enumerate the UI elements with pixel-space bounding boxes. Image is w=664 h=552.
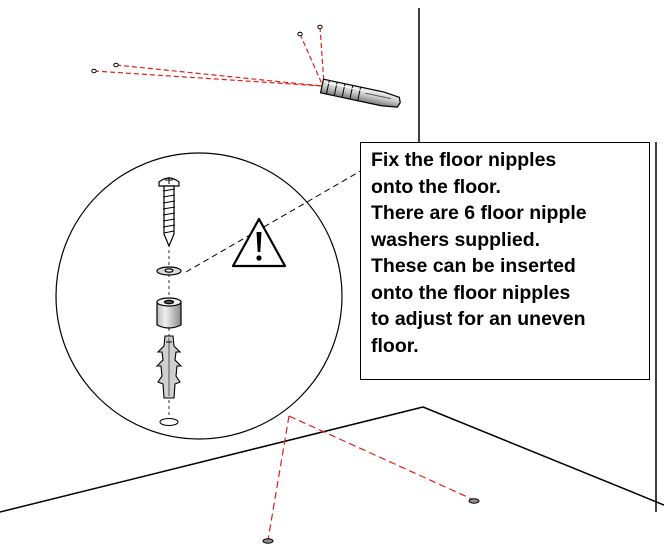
floor-hole [468,498,480,504]
wall-plug-top [319,78,401,108]
drill-hole [91,68,97,74]
callout-leader-line [185,168,365,273]
screw [158,177,180,248]
floor-hole-detail [159,418,179,426]
wall-guide-lines [93,26,325,87]
wall-drill-points [91,24,323,74]
drill-hole [113,62,119,68]
instruction-callout: Fix the floor nipples onto the floor. Th… [360,142,650,380]
floor-guide-lines [267,415,475,541]
floor-plug [155,335,183,399]
guide-line-wall-1 [93,70,323,87]
guide-line-wall-4 [319,26,325,85]
drill-hole [317,24,323,30]
guide-line-wall-2 [115,64,323,87]
floor-hole [262,538,274,544]
floor-left-edge [0,406,424,513]
floor-drill-points [262,498,480,544]
floor-nipple [156,297,182,329]
floor-nipple-washer [156,266,182,276]
room-corner-lines [0,8,664,513]
guide-line-wall-3 [299,33,323,85]
guide-line-floor-2 [288,415,475,501]
floor-right-edge [422,406,664,506]
warning-triangle-icon [231,217,287,268]
drill-hole [297,31,303,37]
detail-magnifier-circle [55,152,343,440]
instruction-text: Fix the floor nipples onto the floor. Th… [371,149,587,357]
guide-line-floor-1 [267,415,290,541]
